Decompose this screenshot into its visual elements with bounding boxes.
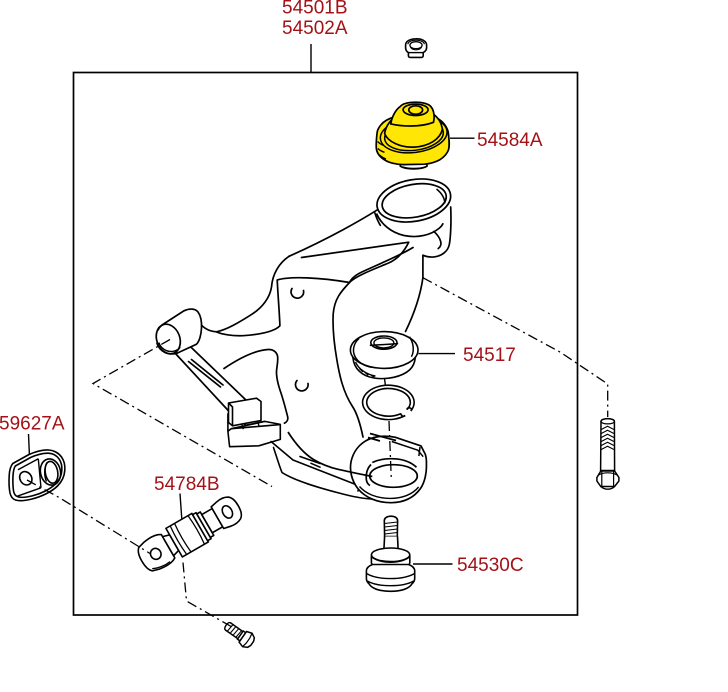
svg-text:59627A: 59627A	[0, 413, 65, 434]
svg-text:54530C: 54530C	[457, 555, 524, 576]
svg-text:54502A: 54502A	[282, 18, 348, 39]
svg-text:54584A: 54584A	[477, 130, 543, 151]
svg-text:54501B: 54501B	[282, 0, 348, 19]
svg-text:54517: 54517	[463, 345, 516, 366]
svg-text:54784B: 54784B	[154, 474, 220, 495]
